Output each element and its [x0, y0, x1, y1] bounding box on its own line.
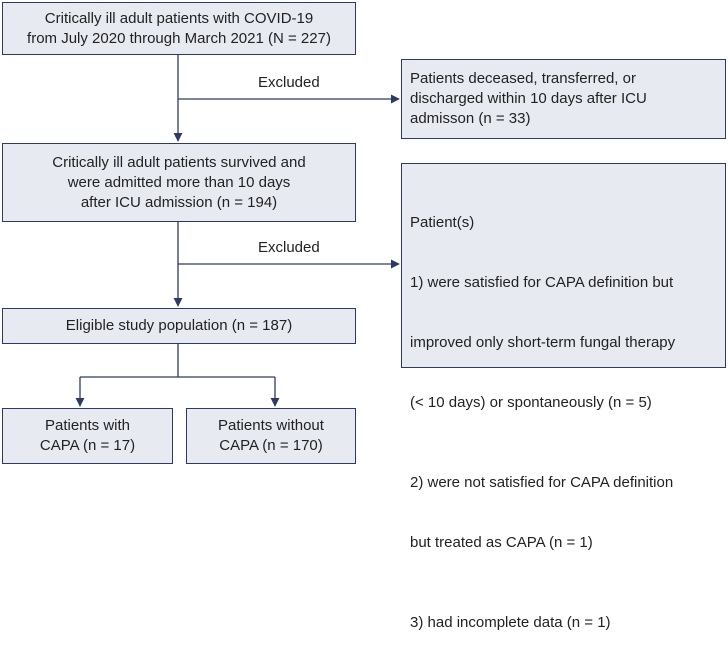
- box-eligible-population: Eligible study population (n = 187): [2, 308, 356, 344]
- box-excluded-early: Patients deceased, transferred, or disch…: [401, 59, 726, 139]
- excluded-label-top: Excluded: [258, 74, 320, 91]
- box-patients-with-capa: Patients with CAPA (n = 17): [2, 408, 173, 464]
- without-capa-line-1: Patients without: [218, 417, 324, 434]
- excluded2-item1-line2: improved only short-term fungal therapy: [410, 334, 676, 351]
- excluded2-item1-line3: (< 10 days) or spontaneously (n = 5): [410, 394, 652, 411]
- survived-line-1: Critically ill adult patients survived a…: [52, 153, 306, 171]
- excluded2-heading: Patient(s): [410, 214, 475, 231]
- excluded2-item2-line1: 2) were not satisfied for CAPA definitio…: [410, 474, 674, 491]
- box-initial-population: Critically ill adult patients with COVID…: [2, 2, 356, 55]
- excluded1-line-2: discharged within 10 days after ICU: [410, 90, 647, 107]
- initial-line-1: Critically ill adult patients with COVID…: [44, 9, 314, 27]
- excluded2-item3: 3) had incomplete data (n = 1): [410, 614, 611, 631]
- with-capa-line-1: Patients with: [44, 417, 131, 434]
- initial-line-2: from July 2020 through March 2021 (N = 2…: [27, 29, 331, 47]
- with-capa-line-2: CAPA (n = 17): [39, 437, 136, 454]
- box-excluded-capa-criteria: Patient(s) 1) were satisfied for CAPA de…: [401, 163, 726, 631]
- excluded1-line-3: admisson (n = 33): [410, 110, 531, 127]
- excluded1-line-1: Patients deceased, transferred, or: [410, 70, 636, 87]
- box-survived-population: Critically ill adult patients survived a…: [2, 143, 356, 222]
- excluded2-item1-line1: 1) were satisfied for CAPA definition bu…: [410, 274, 674, 291]
- excluded2-item2-line2: but treated as CAPA (n = 1): [410, 534, 593, 551]
- eligible-text: Eligible study population (n = 187): [65, 317, 293, 334]
- without-capa-line-2: CAPA (n = 170): [219, 437, 323, 454]
- flow-connectors: [75, 55, 400, 407]
- box-patients-without-capa: Patients without CAPA (n = 170): [186, 408, 356, 464]
- survived-line-3: after ICU admission (n = 194): [80, 193, 278, 211]
- excluded-label-bottom: Excluded: [258, 239, 320, 256]
- survived-line-2: were admitted more than 10 days: [67, 173, 291, 191]
